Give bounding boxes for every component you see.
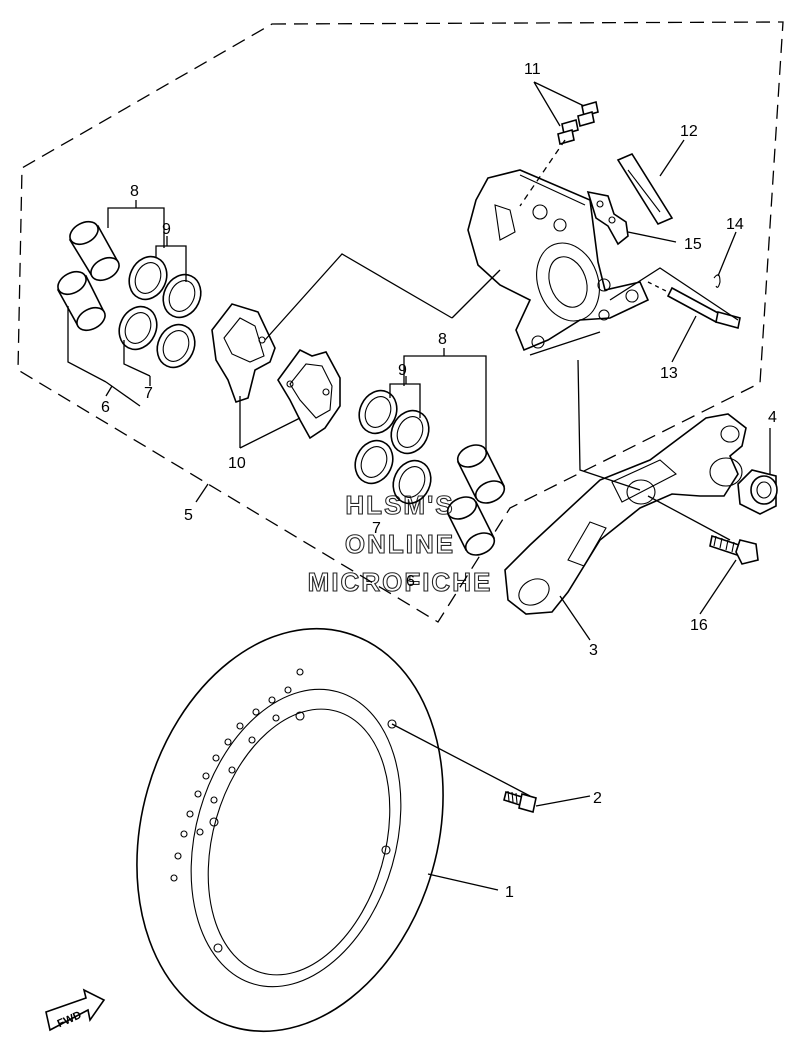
label-part-10: 10	[228, 455, 246, 472]
pin-clip	[713, 274, 721, 288]
bleed-screws	[557, 100, 599, 146]
forward-arrow-icon: FWD	[45, 988, 106, 1032]
watermark-line-3: MICROFICHE	[308, 567, 493, 597]
label-part-8-left: 8	[130, 183, 139, 200]
brake-pad-right	[277, 348, 341, 440]
seal-rings-right	[354, 389, 432, 505]
caliper-body	[467, 169, 650, 352]
brake-disc	[136, 627, 444, 1033]
label-part-3: 3	[589, 642, 598, 659]
bracket-sleeve	[737, 469, 778, 515]
piston-upper-right	[456, 444, 506, 504]
pad-clip	[586, 190, 629, 246]
disc-holes	[170, 668, 397, 953]
label-part-14: 14	[726, 216, 744, 233]
label-part-16: 16	[690, 617, 708, 634]
label-part-11: 11	[524, 61, 541, 78]
label-part-4: 4	[768, 409, 777, 426]
piston-lower-right	[446, 496, 496, 556]
label-part-7-left: 7	[144, 385, 153, 402]
piston-lower-left	[56, 270, 106, 332]
bracket-bolt	[709, 534, 759, 565]
disc-bolt	[503, 790, 537, 814]
watermark-line-1: HLSM'S	[345, 490, 454, 520]
pad-pin	[666, 286, 741, 329]
label-part-12: 12	[680, 123, 698, 140]
label-part-8-right: 8	[438, 331, 447, 348]
watermark-line-2: ONLINE	[345, 529, 455, 559]
piston-upper-left	[68, 220, 120, 282]
label-part-7-right: 7	[372, 520, 381, 537]
assembly-lines	[264, 253, 739, 541]
leader-lines	[67, 81, 771, 891]
label-part-1: 1	[505, 884, 514, 901]
brake-pad-left	[211, 303, 276, 404]
label-part-15: 15	[684, 236, 702, 253]
label-part-6-left: 6	[101, 399, 110, 416]
label-part-2: 2	[593, 790, 602, 807]
pad-spring	[616, 152, 674, 226]
watermark: HLSM'S ONLINE MICROFICHE	[307, 489, 493, 597]
label-part-9-right: 9	[398, 362, 407, 379]
label-part-13: 13	[660, 365, 678, 382]
label-part-5: 5	[184, 507, 193, 524]
caliper-bracket	[504, 413, 747, 615]
label-part-6-right: 6	[406, 573, 415, 590]
label-part-9-left: 9	[162, 221, 171, 238]
caliper-assembly-boundary	[17, 21, 784, 623]
seal-rings-left	[118, 255, 202, 369]
